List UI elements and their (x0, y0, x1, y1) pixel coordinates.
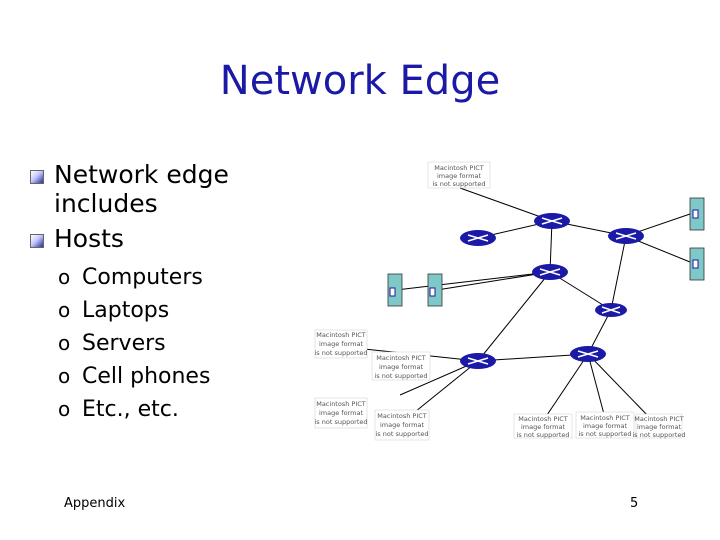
circle-bullet: o (58, 298, 71, 322)
svg-text:image format: image format (319, 340, 363, 348)
svg-text:is not supported: is not supported (314, 349, 367, 357)
pict-placeholder-left-upper: Macintosh PICT image format is not suppo… (314, 329, 368, 359)
svg-text:Macintosh PICT: Macintosh PICT (376, 354, 426, 362)
subitem: o Computers (58, 261, 290, 294)
svg-text:image format: image format (379, 363, 423, 371)
svg-text:is not supported: is not supported (375, 430, 428, 438)
subitem: o Etc., etc. (58, 393, 290, 426)
bullet-hosts: Hosts (30, 224, 290, 253)
bullet-text: Hosts (54, 224, 124, 253)
svg-text:is not supported: is not supported (374, 372, 427, 380)
svg-text:is not supported: is not supported (632, 431, 685, 439)
subitem-text: Computers (82, 265, 203, 290)
host-computer-icon (387, 273, 403, 307)
page-number: 5 (630, 496, 639, 511)
pict-placeholder-bottom-4: Macintosh PICT image format is not suppo… (632, 413, 686, 439)
bullet-network-edge: Network edge includes (30, 160, 290, 218)
svg-text:image format: image format (380, 421, 424, 429)
router-icon (570, 346, 606, 362)
circle-bullet: o (58, 265, 71, 289)
circle-bullet: o (58, 397, 71, 421)
square-bullet-icon (30, 234, 44, 248)
circle-bullet: o (58, 331, 71, 355)
subitem-text: Servers (82, 331, 166, 356)
svg-text:image format: image format (521, 423, 565, 431)
svg-text:Macintosh PICT: Macintosh PICT (377, 412, 427, 420)
router-icon (595, 303, 627, 317)
pict-placeholder-top: Macintosh PICT image format is not suppo… (427, 161, 491, 189)
svg-text:Macintosh PICT: Macintosh PICT (434, 164, 484, 172)
svg-text:Macintosh PICT: Macintosh PICT (518, 415, 568, 423)
host-computer-icon (689, 247, 705, 281)
bullet-text-line-1: Network edge (54, 160, 229, 189)
svg-text:Macintosh PICT: Macintosh PICT (316, 331, 366, 339)
svg-text:is not supported: is not supported (578, 430, 631, 438)
subitem-text: Laptops (82, 298, 170, 323)
slide-title: Network Edge (219, 58, 501, 104)
pict-placeholder-mid: Macintosh PICT image format is not suppo… (371, 351, 431, 381)
svg-text:is not supported: is not supported (516, 431, 569, 439)
bullet-text-line-2: includes (54, 189, 158, 218)
subitem-text: Etc., etc. (82, 397, 179, 422)
pict-placeholder-left-lower: Macintosh PICT image format is not suppo… (314, 397, 368, 429)
bullet-list: Network edge includes Hosts o Computers o… (30, 160, 290, 426)
circle-bullet: o (58, 364, 71, 388)
square-bullet-icon (30, 170, 44, 184)
svg-text:Macintosh PICT: Macintosh PICT (580, 414, 630, 422)
footer-section-label: Appendix (64, 496, 126, 511)
subitem: o Cell phones (58, 360, 290, 393)
svg-text:image format: image format (637, 423, 681, 431)
pict-placeholder-bottom-3: Macintosh PICT image format is not suppo… (575, 411, 635, 439)
svg-text:is not supported: is not supported (314, 418, 367, 426)
svg-text:image format: image format (437, 172, 481, 180)
pict-placeholder-bottom-2: Macintosh PICT image format is not suppo… (513, 413, 573, 439)
pict-placeholder-bottom-1: Macintosh PICT image format is not suppo… (374, 409, 430, 441)
svg-text:Macintosh PICT: Macintosh PICT (316, 400, 366, 408)
router-icon (608, 228, 644, 244)
router-icon (534, 213, 570, 229)
router-icon (532, 264, 568, 280)
svg-text:image format: image format (583, 422, 627, 430)
host-computer-icon (689, 197, 705, 231)
svg-text:is not supported: is not supported (432, 180, 485, 188)
subitem: o Servers (58, 327, 290, 360)
subitem-text: Cell phones (82, 364, 211, 389)
svg-text:image format: image format (319, 409, 363, 417)
router-icon (460, 353, 496, 369)
host-computer-icon (427, 273, 443, 307)
router-icon (460, 230, 496, 246)
subitem: o Laptops (58, 294, 290, 327)
svg-text:Macintosh PICT: Macintosh PICT (634, 415, 684, 423)
